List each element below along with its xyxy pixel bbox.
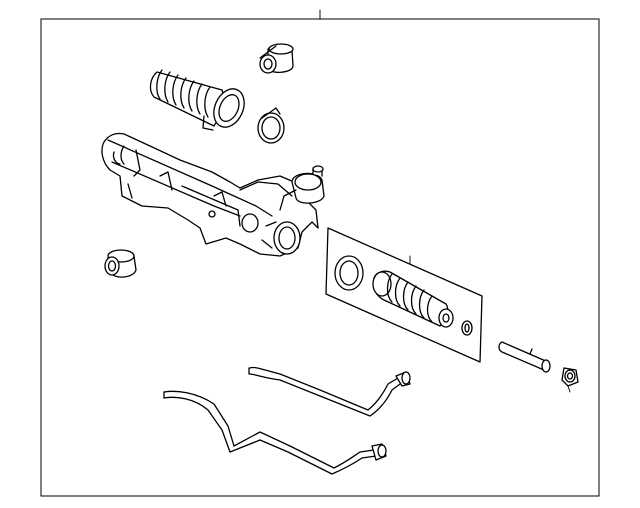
inner-tie-rod[interactable]	[498, 341, 551, 373]
pressure-line-upper[interactable]	[248, 366, 411, 417]
rack-boot-left[interactable]	[149, 69, 249, 132]
diagram-frame	[40, 9, 600, 497]
mount-bushing-lower[interactable]	[104, 249, 137, 278]
steering-gear-assembly[interactable]	[101, 132, 325, 257]
boot-kit[interactable]	[325, 227, 483, 363]
boot-clamp-ring[interactable]	[257, 107, 285, 144]
mount-bushing-upper[interactable]	[259, 43, 294, 74]
tie-rod-end[interactable]	[561, 367, 579, 393]
return-line-lower[interactable]	[163, 390, 387, 475]
